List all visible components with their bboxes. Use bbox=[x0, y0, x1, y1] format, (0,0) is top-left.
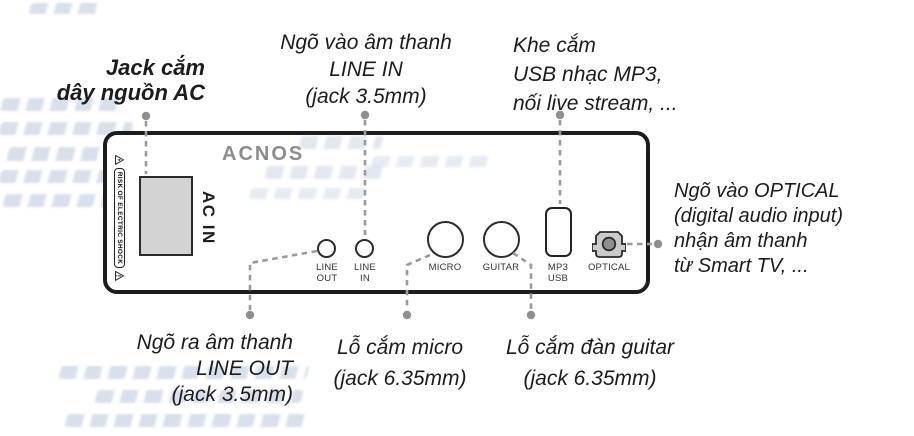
callout-usb: Khe cắm USB nhạc MP3, nối live stream, .… bbox=[513, 34, 678, 115]
guitar-port-label: GUITAR bbox=[482, 262, 520, 273]
electric-shock-warning-strip: RISK OF ELECTRIC SHOCK bbox=[111, 155, 129, 281]
callout-micro: Lỗ cắm micro (jack 6.35mm) bbox=[333, 336, 467, 390]
micro-port-label: MICRO bbox=[428, 262, 462, 273]
warning-text: RISK OF ELECTRIC SHOCK bbox=[114, 167, 126, 269]
callout-line-in: Ngõ vào âm thanh LINE IN (jack 3.5mm) bbox=[280, 31, 452, 108]
watermark bbox=[264, 166, 386, 179]
ac-power-inlet bbox=[139, 176, 193, 256]
line-in-jack bbox=[355, 239, 374, 258]
ac-in-label: AC IN bbox=[199, 191, 218, 245]
watermark bbox=[298, 136, 384, 149]
callout-guitar: Lỗ cắm đàn guitar (jack 6.35mm) bbox=[505, 336, 675, 390]
optical-port-label: OPTICAL bbox=[587, 262, 631, 273]
watermark bbox=[248, 188, 372, 199]
lightning-warning-icon bbox=[115, 155, 125, 165]
callout-ac-power: Jack cắm dây nguồn AC bbox=[56, 55, 205, 105]
line-out-jack bbox=[317, 239, 336, 258]
usb-slot bbox=[545, 207, 572, 257]
exclamation-warning-icon bbox=[115, 271, 125, 281]
watermark bbox=[370, 156, 494, 167]
watermark bbox=[64, 414, 312, 427]
brand-logo: ACNOS bbox=[222, 143, 305, 165]
micro-jack bbox=[427, 221, 464, 258]
guitar-jack bbox=[483, 221, 520, 258]
optical-port bbox=[591, 231, 627, 263]
callout-optical: Ngõ vào OPTICAL (digital audio input) nh… bbox=[674, 180, 843, 277]
callout-line-out: Ngõ ra âm thanh LINE OUT (jack 3.5mm) bbox=[136, 331, 293, 406]
watermark bbox=[28, 3, 102, 14]
